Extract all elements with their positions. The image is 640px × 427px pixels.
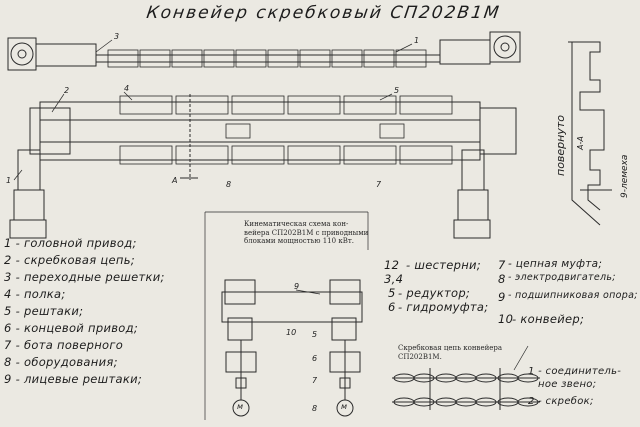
callout-10: 10 (286, 328, 297, 337)
chain-legend-1: 1 - соединитель- (528, 366, 622, 377)
legend-right-text-1: - шестерни; (406, 258, 481, 272)
callout-1-top: 1 (414, 36, 420, 45)
legend-left-5: 5 - рештаки; (4, 304, 84, 318)
callout-4: 4 (124, 84, 130, 93)
callout-3: 3 (114, 32, 120, 41)
legend-left-2: 2 - скребковая цепь; (4, 253, 135, 267)
label-section: А-А (576, 136, 585, 150)
callout-7-plan: 7 (376, 180, 382, 189)
scraper-chain (392, 368, 540, 410)
conveyor-side-view (7, 31, 521, 71)
kinematic-caption: Кинематическая схема кон- вейера СП202В1… (244, 220, 369, 245)
legend-right-text-5: - цепная муфта; (508, 258, 603, 270)
legend-left-1: 1 - головной привод; (4, 236, 137, 250)
callout-8-plan: 8 (226, 180, 232, 189)
label-turned: повернуто (554, 115, 567, 176)
legend-left-7: 7 - бота поверного (4, 338, 124, 352)
chain-caption: Скребковая цепь конвейера СП202В1М. (398, 344, 503, 361)
legend-right-num-6: 8 (498, 272, 506, 286)
label-lemech: 9-лемеха (620, 154, 630, 198)
legend-right-num-1: 12 (384, 258, 400, 272)
conveyor-plan-view (9, 94, 517, 239)
callout-8: 8 (312, 404, 318, 413)
chain-legend-2: ное звено; (538, 379, 597, 390)
legend-left-6: 6 - концевой привод; (4, 321, 139, 335)
legend-right-num-5: 7 (498, 258, 506, 272)
legend-left-9: 9 - лицевые рештаки; (4, 372, 143, 386)
legend-right-text-7: - подшипниковая опора; (508, 290, 638, 301)
legend-left-4: 4 - полка; (4, 287, 66, 301)
legend-right-text-6: - электродвигатель; (508, 272, 616, 283)
callout-arrow-a: А (172, 176, 178, 185)
legend-right-num-8: 10 (498, 312, 514, 326)
kinematic-scheme (221, 279, 363, 417)
drawing-title: Конвейер скребковый СП202В1М (145, 3, 502, 23)
legend-right-text-8: - конвейер; (512, 312, 585, 326)
conveyor-section (568, 41, 612, 226)
motor-label-right: м (341, 402, 348, 411)
chain-legend-3: 2 - скребок; (528, 396, 594, 407)
callout-9: 9 (294, 282, 300, 291)
callout-5: 5 (394, 86, 400, 95)
legend-left-3: 3 - переходные решетки; (4, 270, 165, 284)
legend-right-num-3: 5 (388, 286, 396, 300)
callout-1-left: 1 (6, 176, 12, 185)
callout-6: 6 (312, 354, 318, 363)
callout-5-kin: 5 (312, 330, 318, 339)
motor-label-left: м (237, 402, 244, 411)
legend-right-text-3: - редуктор; (398, 286, 471, 300)
callout-7: 7 (312, 376, 318, 385)
callout-2: 2 (64, 86, 70, 95)
legend-left-8: 8 - оборудования; (4, 355, 118, 369)
legend-right-num-7: 9 (498, 290, 506, 304)
legend-right-num-4: 6 (388, 300, 396, 314)
legend-right-num-2: 3,4 (384, 272, 404, 286)
legend-right-text-4: - гидромуфта; (398, 300, 489, 314)
